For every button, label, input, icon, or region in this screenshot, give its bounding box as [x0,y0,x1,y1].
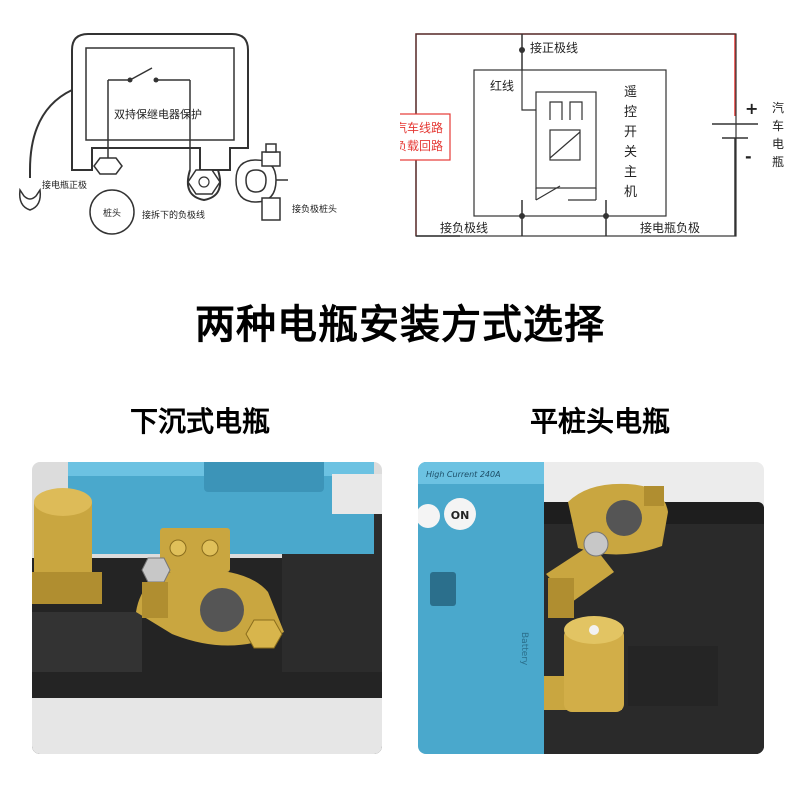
svg-text:瓶: 瓶 [772,155,784,169]
pos-terminal-label: 接电瓶正极 [42,179,87,191]
ring-terminal-icon [18,187,42,211]
svg-text:控: 控 [624,105,637,120]
svg-text:开: 开 [624,125,637,140]
wiring-diagram: 双持保继电器保护 接电瓶正极 桩头 接拆下的负极线 接负极桩头 [18,33,337,235]
neg-line-label: 接负极线 [440,220,488,235]
main-title: 两种电瓶安装方式选择 [195,302,605,348]
flat-post-battery-photo: High Current 240A ON Battery [418,462,764,754]
blue-device-vertical [418,462,544,754]
svg-text:汽: 汽 [772,100,784,115]
svg-text:关: 关 [624,145,637,160]
sunken-battery-photo [32,462,382,754]
flat-post-battery-label: 平桩头电瓶 [529,405,670,438]
post-circle [89,189,135,235]
minus-sign: - [745,147,752,166]
car-circuit-label-2: 负载回路 [400,138,443,153]
current-label: High Current 240A [426,470,501,479]
removed-neg-label: 接拆下的负极线 [142,209,205,221]
pos-line-label: 接正极线 [530,40,578,55]
plus-sign: + [745,99,758,118]
svg-text:电: 电 [772,137,784,151]
relay-label: 双持保继电器保护 [114,107,202,121]
remote-host-box [473,69,667,217]
car-battery-label: 汽 车 电 瓶 [772,100,784,169]
svg-text:主: 主 [624,165,637,180]
svg-text:遥: 遥 [624,85,637,100]
brand-label: Battery [519,632,529,666]
neg-clamp-label: 接负极桩头 [292,203,337,215]
relay-inner-box [85,47,235,141]
on-button [444,498,476,530]
car-circuit-label-1: 汽车线路 [400,120,443,135]
red-wire-label: 红线 [490,78,514,93]
remote-host-label: 遥 控 开 关 主 机 [624,85,637,200]
nut-icon [93,157,123,175]
svg-text:车: 车 [772,118,784,133]
on-label: ON [451,509,470,522]
circuit-schematic: 接正极线 红线 遥 控 开 关 主 机 汽车线路 负载回路 + - 汽 车 电 … [400,33,784,237]
battery-neg-label: 接电瓶负极 [640,220,700,235]
svg-text:机: 机 [624,185,637,200]
car-circuit-box [400,113,451,161]
post-label: 桩头 [103,207,121,219]
sunken-battery-label: 下沉式电瓶 [129,405,270,438]
